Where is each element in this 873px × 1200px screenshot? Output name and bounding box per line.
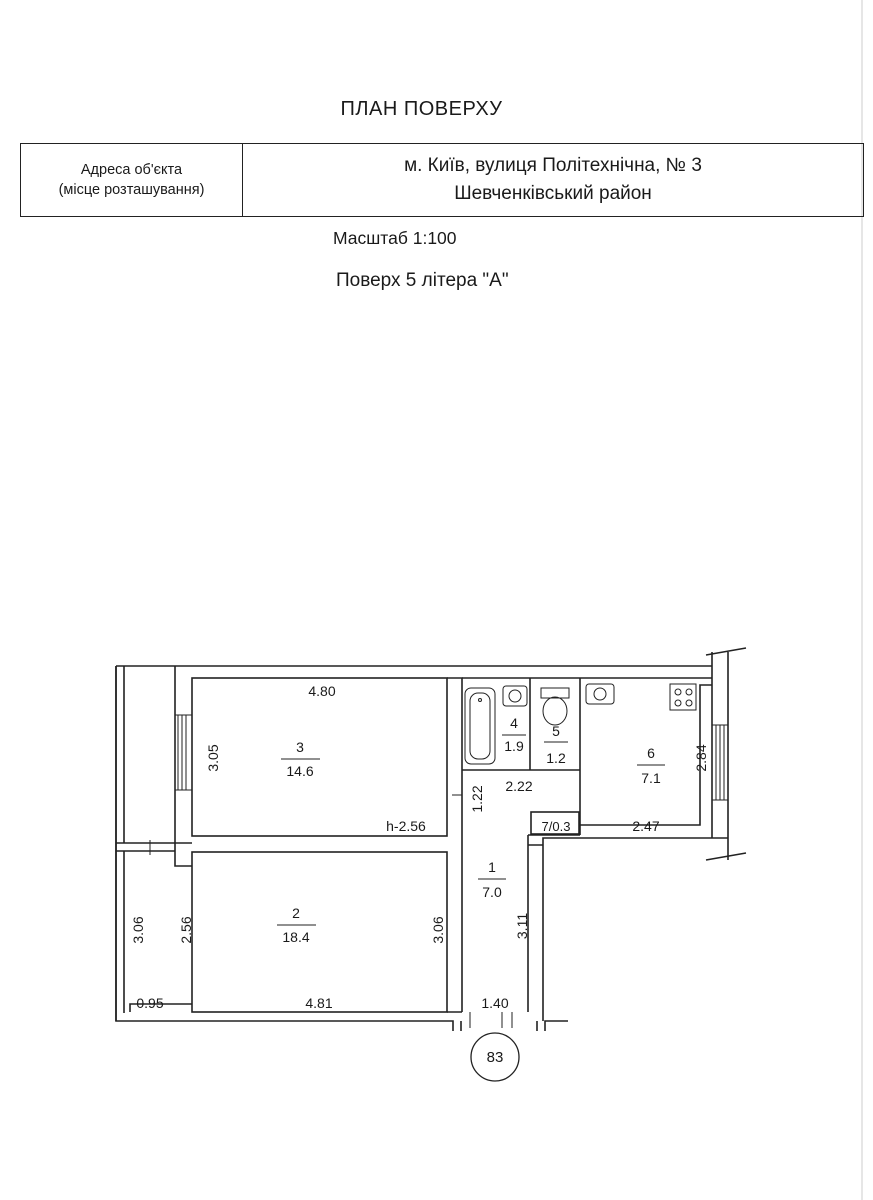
- right-wall-break: [705, 647, 747, 861]
- dim-corridor-gap: 1.22: [469, 785, 485, 812]
- room2-balcony-door: [129, 1003, 192, 1012]
- apartment-number: 83: [487, 1049, 504, 1066]
- address-label-cell: Адреса об'єкта (місце розташування): [21, 144, 243, 216]
- address-value-cell: м. Київ, вулиця Політехнічна, № 3 Шевчен…: [243, 144, 863, 216]
- room1-number: 1: [488, 859, 496, 875]
- stove-icon: [669, 683, 697, 711]
- dim-room2-left-inner: 2.56: [178, 916, 194, 943]
- fixtures: [464, 683, 697, 765]
- address-label-line2: (місце розташування): [58, 182, 205, 198]
- door-marks: [452, 785, 513, 1028]
- room4-area: 1.9: [504, 738, 524, 754]
- room3-left-wall: [174, 666, 192, 867]
- dim-room3-width: 4.80: [308, 683, 335, 699]
- address-label-line1: Адреса об'єкта: [80, 162, 183, 178]
- room-labels: 3 14.6 2 18.4 1 7.0 4 1.9 5 1.2 6 7.1 7/…: [277, 715, 665, 945]
- room1-area: 7.0: [482, 884, 502, 900]
- apartment-number-circle: [470, 1032, 520, 1082]
- toilet-icon: [540, 687, 570, 699]
- windows: [149, 714, 728, 1028]
- room2-area: 18.4: [282, 929, 309, 945]
- dim-room6-height: 2.84: [693, 744, 709, 771]
- window-room3: [175, 714, 192, 791]
- room6-area: 7.1: [641, 770, 661, 786]
- room5-number: 5: [552, 723, 560, 739]
- page-edge-line: [861, 0, 863, 1200]
- bathtub-icon: [464, 687, 496, 765]
- floor-label: Поверх 5 літера "А": [336, 270, 509, 291]
- room3-outline: [191, 677, 448, 837]
- room6-number: 6: [647, 745, 655, 761]
- scale-label: Масштаб 1:100: [333, 228, 457, 248]
- dim-room2-width: 4.81: [305, 995, 332, 1011]
- dim-room1-depth: 3.11: [514, 913, 530, 939]
- room2-number: 2: [292, 905, 300, 921]
- dim-room6-width: 2.47: [632, 818, 659, 834]
- right-wall: [542, 652, 729, 1021]
- dimension-labels: 4.80 3.05 h-2.56 1.22 2.22 2.84 2.47 3.0…: [130, 683, 709, 1011]
- address-table: Адреса об'єкта (місце розташування) м. К…: [20, 143, 864, 217]
- room4-number: 4: [510, 715, 518, 731]
- balcony-wall: [115, 666, 175, 1021]
- dim-bath-width: 2.22: [505, 778, 532, 794]
- room7-outline: [530, 811, 580, 835]
- dim-room2-left-outer: 3.06: [130, 916, 146, 943]
- address-line2: Шевченківський район: [454, 183, 652, 204]
- room5-area: 1.2: [546, 750, 566, 766]
- dim-balcony-width: 0.95: [136, 995, 163, 1011]
- bath-walls: [462, 677, 712, 835]
- room3-number: 3: [296, 739, 304, 755]
- outer-wall: [115, 652, 713, 1031]
- dim-ceiling-height: h-2.56: [386, 818, 426, 834]
- dim-room3-depth: 3.05: [205, 744, 221, 771]
- page-title: ПЛАН ПОВЕРХУ: [340, 98, 503, 120]
- dim-room1-width: 1.40: [481, 995, 508, 1011]
- plan-walls: [115, 647, 747, 1031]
- address-line1: м. Київ, вулиця Політехнічна, № 3: [404, 155, 702, 176]
- dim-room2-right: 3.06: [430, 916, 446, 943]
- room3-area: 14.6: [286, 763, 313, 779]
- sink-icon-kitchen: [585, 683, 615, 705]
- room2-outline: [191, 851, 448, 1013]
- room7-label: 7/0.3: [542, 819, 571, 834]
- sink-icon-bath: [502, 685, 528, 707]
- window-room6: [712, 724, 728, 801]
